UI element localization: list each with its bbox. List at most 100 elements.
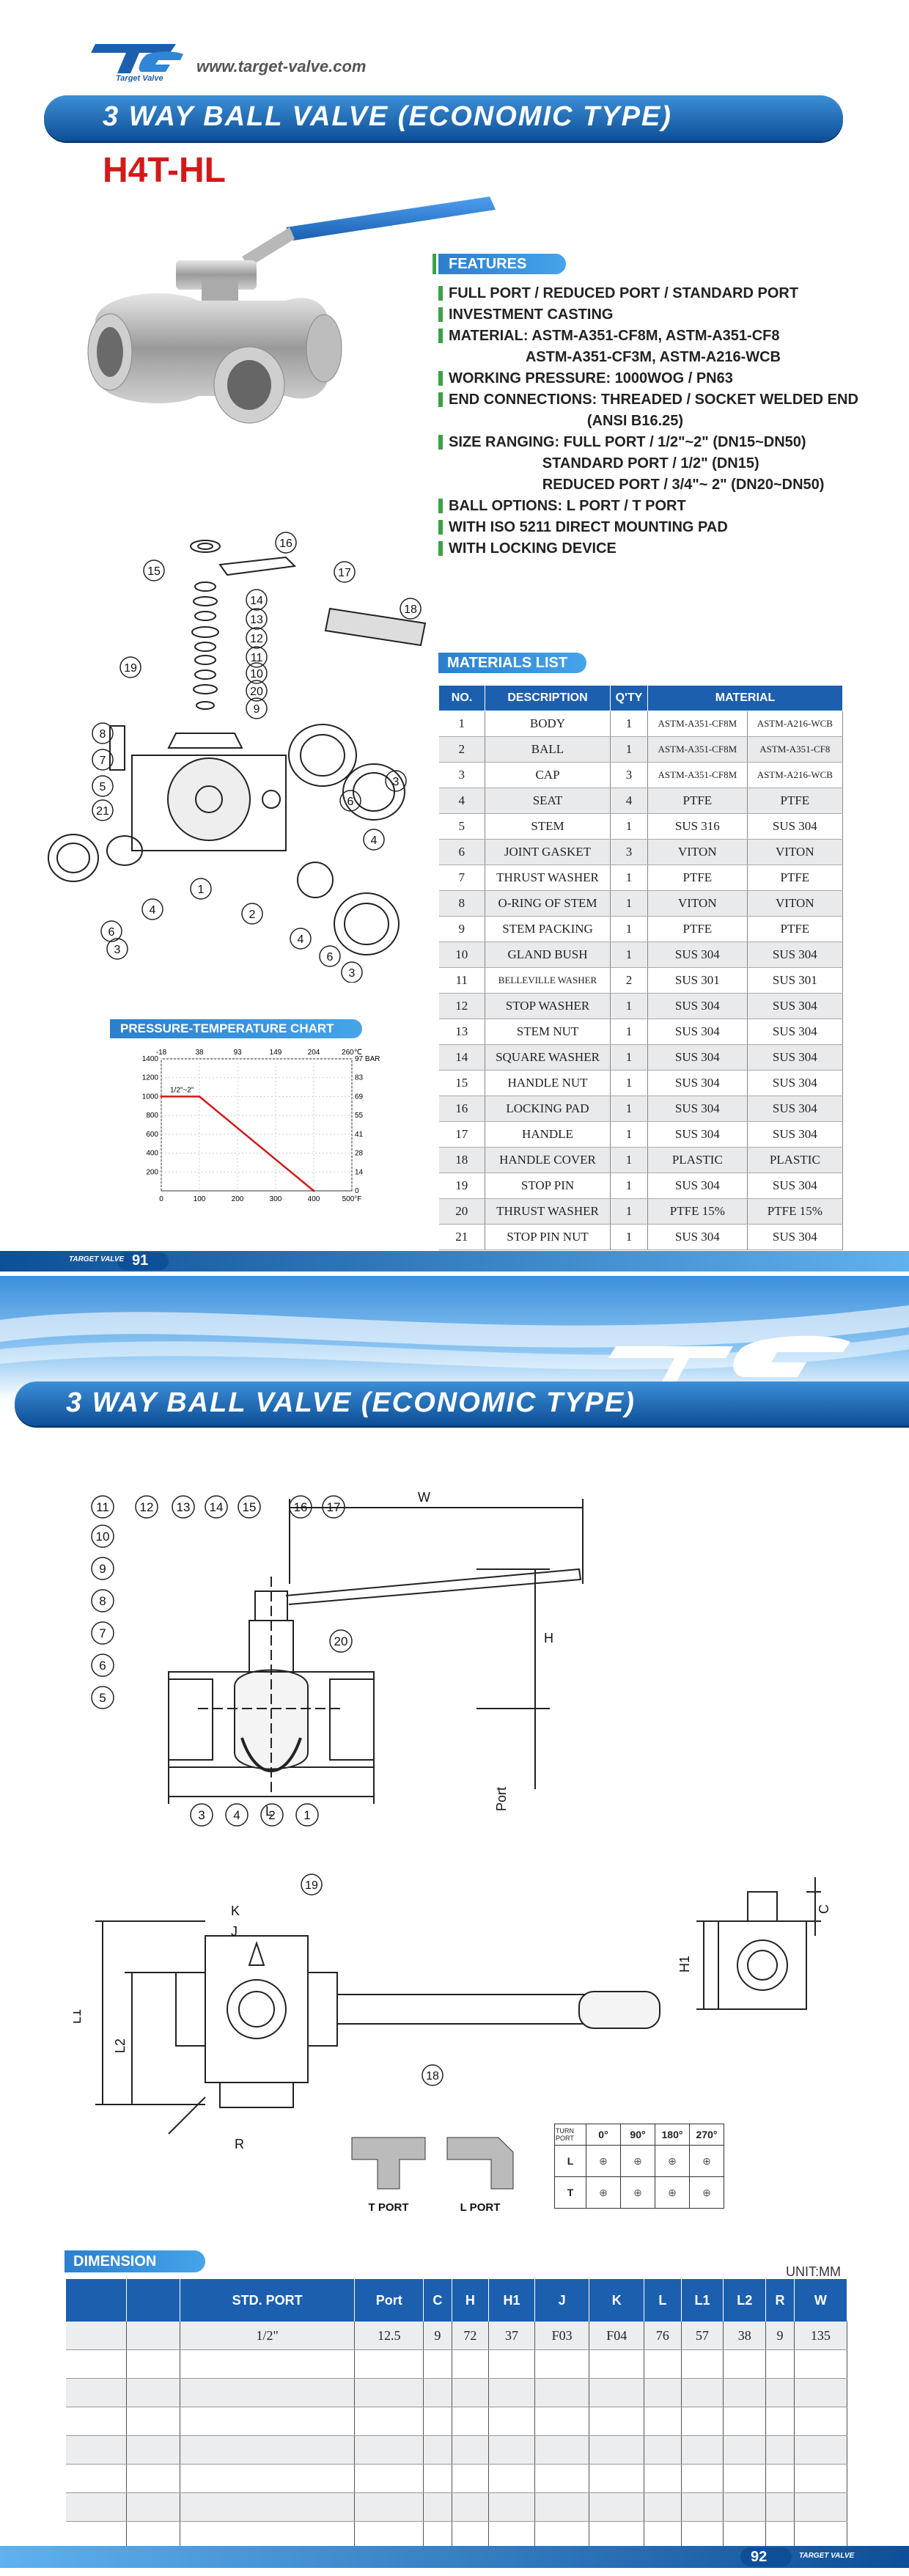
dim-w-label: W — [418, 1490, 430, 1505]
blank-cell — [644, 2492, 682, 2522]
row-description: STEM — [485, 813, 611, 840]
row-material-a: SUS 316 — [647, 813, 748, 840]
row-material-b: SUS 304 — [747, 1224, 844, 1250]
blank-cell — [180, 2378, 356, 2407]
row-description: HANDLE NUT — [485, 1070, 611, 1096]
blank-cell — [794, 2435, 848, 2465]
blank-cell — [126, 2322, 180, 2350]
row-no: 3 — [438, 762, 485, 788]
callout-18: 18 — [426, 2070, 439, 2083]
row-no: 9 — [438, 916, 485, 942]
features-list: FULL PORT / REDUCED PORT / STANDARD PORT… — [438, 283, 893, 559]
website-url: www.target-valve.com — [196, 57, 367, 76]
dim-col: J — [534, 2279, 590, 2322]
row-description: THRUST WASHER — [485, 865, 611, 891]
callout-circle — [91, 1589, 114, 1612]
y-tick-label: 1200 — [142, 1074, 159, 1082]
row-description: BELLEVILLE WASHER — [485, 967, 611, 994]
y2-tick-label: 28 — [355, 1150, 364, 1158]
feature-text: INVESTMENT CASTING — [449, 307, 614, 323]
row-no: 10 — [438, 942, 485, 968]
turn-angle-180: 180° — [655, 2124, 690, 2146]
row-description: STOP PIN NUT — [485, 1224, 611, 1250]
row-description: BODY — [485, 711, 611, 737]
callout-label: 1 — [303, 1808, 310, 1822]
row-no: 1 — [438, 711, 485, 737]
svg-text:3: 3 — [114, 944, 121, 956]
blank-cell — [723, 2435, 767, 2465]
x2-tick-label: 260℃ — [342, 1049, 362, 1057]
y2-tick-label: 97 BAR — [355, 1055, 380, 1063]
svg-text:20: 20 — [250, 686, 263, 698]
blank-cell — [452, 2464, 490, 2493]
turn-angle-270: 270° — [689, 2124, 724, 2146]
brand-logo: Target Valve — [88, 31, 191, 83]
row-description: JOINT GASKET — [485, 839, 611, 865]
row-description: STOP PIN — [485, 1173, 611, 1199]
port-diagrams: T PORT L PORT — [345, 2123, 770, 2233]
row-material-a: SUS 304 — [647, 1224, 748, 1250]
chart-frame — [161, 1058, 353, 1192]
blank-cell — [423, 2492, 452, 2522]
blank-cell — [589, 2492, 645, 2522]
blank-cell — [452, 2435, 490, 2465]
plan-drawing: L1 L2 K J R H1 C 19 18 — [69, 1863, 865, 2156]
feature-item: SIZE RANGING: FULL PORT / 1/2"~2" (DN15~… — [438, 432, 893, 453]
blank-cell — [723, 2464, 767, 2493]
blank-cell — [644, 2521, 682, 2550]
blank-cell — [534, 2349, 590, 2379]
row-no: 19 — [438, 1173, 485, 1199]
dim-h-label: H — [544, 1631, 553, 1645]
row-material-b: PTFE — [747, 788, 844, 814]
row-material-a: PTFE — [647, 788, 748, 814]
row-material-a: VITON — [647, 890, 748, 917]
turn-icon: ⊕ — [655, 2176, 690, 2209]
dimension-empty-row — [66, 2378, 848, 2407]
row-material-a: SUS 304 — [647, 993, 748, 1019]
x2-tick-label: -18 — [156, 1049, 167, 1057]
svg-text:17: 17 — [338, 567, 351, 579]
callout-circle — [238, 1495, 261, 1519]
blank-cell — [66, 2378, 127, 2407]
model-number: H4T-HL — [103, 151, 226, 190]
y-tick-label: 200 — [146, 1168, 158, 1176]
callout-label: 6 — [99, 1659, 106, 1673]
blank-cell — [354, 2464, 424, 2493]
turn-icon: ⊕ — [689, 2145, 724, 2177]
feature-item: REDUCED PORT / 3/4"~ 2" (DN20~DN50) — [438, 474, 893, 496]
row-material-b: VITON — [747, 890, 844, 917]
row-material-b: PTFE — [747, 916, 844, 942]
svg-text:5: 5 — [100, 781, 106, 793]
turn-corner-bottom: PORT — [556, 2135, 574, 2142]
callout-label: 5 — [99, 1691, 106, 1705]
dim-l1-label: L1 — [73, 2009, 84, 2024]
row-qty: 2 — [610, 967, 648, 994]
blank-cell — [488, 2407, 535, 2436]
blank-cell — [589, 2464, 645, 2493]
y-tick-label: 1000 — [142, 1093, 159, 1101]
row-material-b: ASTM-A216-WCB — [747, 762, 844, 788]
callout-label: 13 — [177, 1500, 191, 1514]
svg-text:6: 6 — [108, 926, 115, 939]
blank-cell — [126, 2407, 180, 2436]
series-label: 1/2"~2" — [170, 1086, 194, 1094]
dimension-empty-row — [66, 2349, 848, 2379]
blank-cell — [452, 2492, 490, 2522]
row-no: 16 — [438, 1096, 485, 1122]
feature-item: ASTM-A351-CF3M, ASTM-A216-WCB — [438, 347, 893, 368]
svg-text:8: 8 — [100, 728, 106, 741]
svg-text:4: 4 — [371, 834, 378, 847]
turn-icon: ⊕ — [689, 2176, 724, 2209]
row-no: 7 — [438, 865, 485, 891]
row-material-a: SUS 304 — [647, 1173, 748, 1199]
turn-row-t: T — [554, 2176, 586, 2209]
svg-text:21: 21 — [96, 805, 109, 818]
callout-label: 11 — [96, 1500, 109, 1514]
